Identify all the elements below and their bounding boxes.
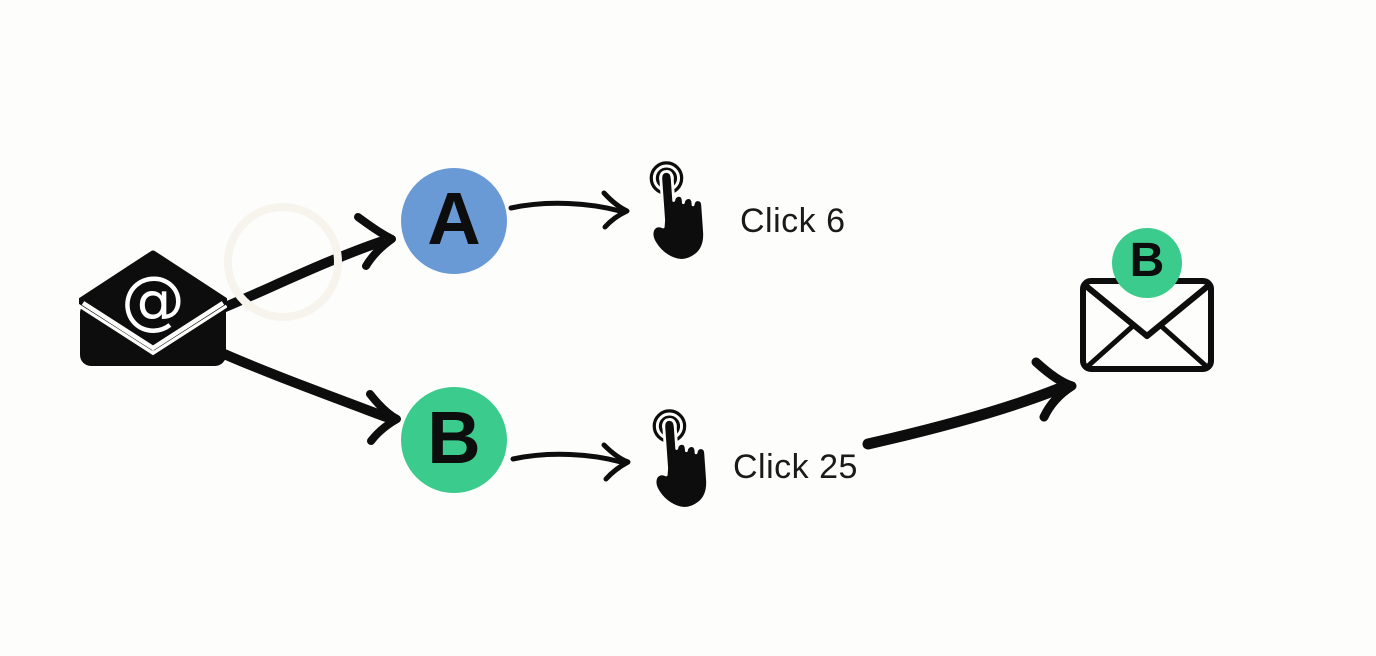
winner-badge: B [1112,228,1182,298]
arrow-click-to-winner-head [1031,357,1077,422]
at-symbol: @ [121,264,185,338]
winner-envelope-icon [1080,278,1214,372]
variant-a-node: A [401,168,507,274]
arrow-click-to-winner-shaft [862,383,1064,450]
variant-a-label: A [427,177,481,260]
click-count-a-label: Click 6 [740,202,846,240]
arrow-source-to-b-head [366,390,401,445]
variant-b-label: B [427,396,481,479]
tap-click-icon-b [640,407,716,526]
tap-click-icon-a [637,159,713,278]
arrow-b-to-click-head [601,442,631,482]
arrow-source-to-a-head [354,213,396,270]
click-count-b-label: Click 25 [733,448,858,486]
variant-b-node: B [401,387,507,493]
source-email-icon: @ [79,250,227,366]
arrow-b-to-click-shaft [510,451,624,465]
winner-badge-label: B [1129,234,1165,287]
arrow-a-to-click-shaft [508,200,623,214]
arrow-source-to-b-shaft [210,345,391,422]
arrow-source-to-a-shaft [208,237,385,317]
arrow-a-to-click-head [601,190,630,230]
